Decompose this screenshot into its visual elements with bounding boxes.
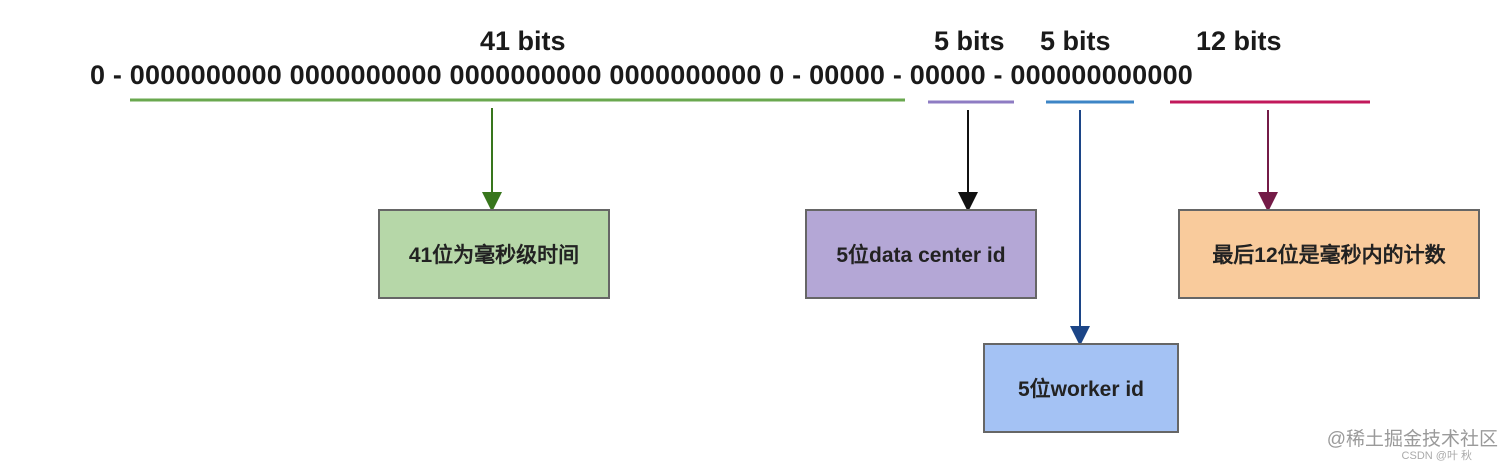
worker-box: 5位worker id — [983, 343, 1179, 433]
sequence-bits-label: 12 bits — [1196, 26, 1282, 56]
timestamp-box-label: 41位为毫秒级时间 — [408, 244, 580, 267]
datacenter-box: 5位data center id — [805, 209, 1037, 299]
timestamp-box: 41位为毫秒级时间 — [378, 209, 610, 299]
datacenter-box-label: 5位data center id — [836, 244, 1006, 267]
worker-box-label: 5位worker id — [1017, 378, 1145, 401]
sequence-box-label: 最后12位是毫秒内的计数 — [1212, 244, 1446, 267]
watermark-main: @稀土掘金技术社区 — [1326, 429, 1498, 450]
datacenter-bits-label: 5 bits — [934, 26, 1005, 56]
bit-string: 0 - 0000000000 0000000000 0000000000 000… — [90, 60, 1194, 90]
timestamp-bits-label: 41 bits — [480, 26, 566, 56]
sequence-box: 最后12位是毫秒内的计数 — [1178, 209, 1480, 299]
watermark-sub: CSDN @叶 秋 — [1401, 450, 1472, 462]
worker-bits-label: 5 bits — [1040, 26, 1111, 56]
